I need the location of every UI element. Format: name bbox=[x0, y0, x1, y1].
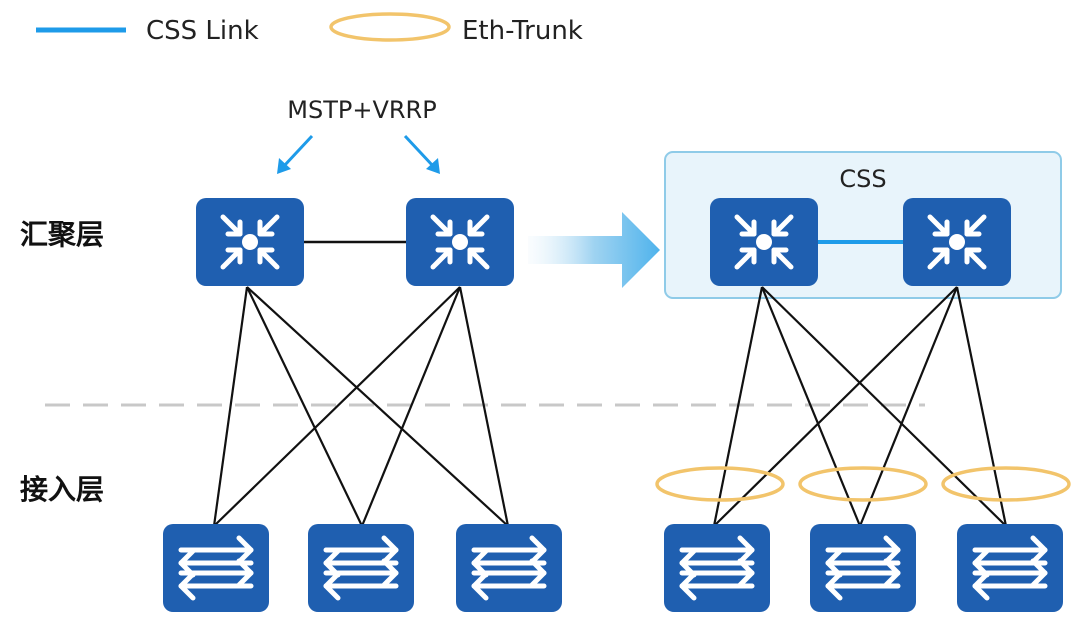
core-switch-icon bbox=[196, 198, 304, 286]
right-topology: CSS bbox=[655, 151, 1071, 612]
access-switch-icon bbox=[308, 524, 414, 612]
eth-trunk-legend-label: Eth-Trunk bbox=[462, 16, 583, 46]
uplink-lines-left bbox=[212, 286, 510, 527]
annotation-arrow-right bbox=[403, 134, 435, 168]
access-layer-label: 接入层 bbox=[20, 473, 104, 506]
uplink-lines-right bbox=[712, 286, 1008, 527]
protocol-label: MSTP+VRRP bbox=[287, 96, 436, 124]
eth-trunk-ellipse bbox=[941, 466, 1071, 502]
eth-trunk-legend-ellipse bbox=[329, 12, 451, 42]
transition-arrow-icon bbox=[528, 212, 660, 288]
annotation-arrow-left bbox=[282, 134, 314, 168]
access-switch-icon bbox=[957, 524, 1063, 612]
core-switch-icon bbox=[406, 198, 514, 286]
annotation-arrowhead-left bbox=[277, 158, 291, 174]
eth-trunk-ellipse bbox=[655, 466, 785, 502]
aggregation-layer-label: 汇聚层 bbox=[20, 218, 104, 251]
core-switch-icon bbox=[710, 198, 818, 286]
access-switch-icon bbox=[456, 524, 562, 612]
annotation-arrowhead-right bbox=[426, 158, 440, 174]
legend: CSS Link Eth-Trunk bbox=[36, 12, 583, 46]
eth-trunk-ellipse bbox=[798, 466, 928, 502]
css-link-legend-label: CSS Link bbox=[146, 16, 259, 46]
access-switch-icon bbox=[810, 524, 916, 612]
left-topology: MSTP+VRRP bbox=[163, 96, 562, 612]
core-switch-icon bbox=[903, 198, 1011, 286]
access-switch-icon bbox=[163, 524, 269, 612]
css-cluster-label: CSS bbox=[839, 165, 886, 193]
access-switch-icon bbox=[664, 524, 770, 612]
